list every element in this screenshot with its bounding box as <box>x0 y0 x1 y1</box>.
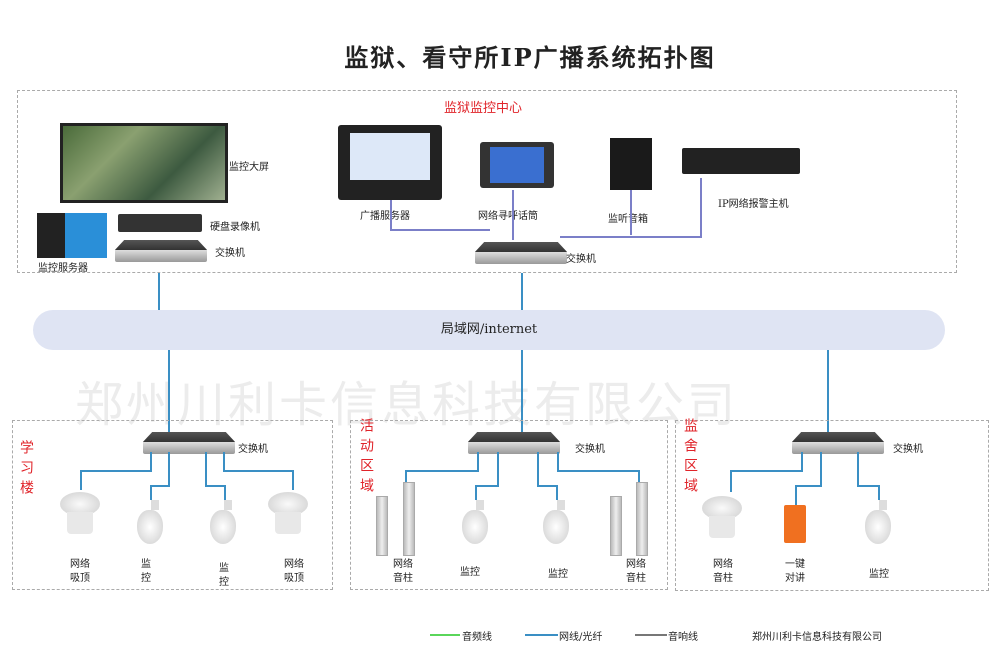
legend-speaker: 音响线 <box>668 632 698 643</box>
speaker-line-swatch <box>635 634 667 636</box>
ceiling-speaker-icon <box>268 492 308 537</box>
device-label: 网络 音柱 <box>713 559 733 584</box>
page-title: 监狱、看守所IP广播系统拓扑图 <box>344 43 716 72</box>
network-line-swatch <box>525 634 558 636</box>
zone-study-building <box>12 420 333 590</box>
company-name: 郑州川利卡信息科技有限公司 <box>752 632 882 643</box>
ceiling-speaker-icon <box>702 496 742 541</box>
zone-label: 学习楼 <box>18 440 34 500</box>
device-label: 监控 <box>460 567 480 578</box>
device-label: 网络 吸顶 <box>70 559 90 584</box>
switch-label: 交换机 <box>893 444 923 455</box>
broadcast-server-label: 广播服务器 <box>360 211 410 222</box>
video-wall-label: 监控大屏 <box>229 162 269 173</box>
switch-label: 交换机 <box>575 444 605 455</box>
paging-mic-label: 网络寻呼话筒 <box>478 211 538 222</box>
monitor-speaker-label: 监听音箱 <box>608 214 648 225</box>
intercom-icon <box>784 505 806 543</box>
alarm-host-icon <box>682 148 800 174</box>
device-label: 网络 音柱 <box>393 559 413 584</box>
device-label: 网络 吸顶 <box>284 559 304 584</box>
center-switch-icon <box>475 242 567 264</box>
audio-line-swatch <box>430 634 460 636</box>
monitor-server-label: 监控服务器 <box>38 263 88 274</box>
switch-label: 交换机 <box>215 248 245 259</box>
switch-icon <box>468 432 560 454</box>
switch-icon <box>792 432 884 454</box>
center-title: 监狱监控中心 <box>444 101 523 116</box>
camera-icon <box>462 500 488 544</box>
column-speaker-icon <box>610 496 622 556</box>
camera-icon <box>543 500 569 544</box>
watermark: 郑州川利卡信息科技有限公司 <box>75 377 739 433</box>
zone-dormitory-area <box>675 420 989 591</box>
zone-label: 活动区域 <box>358 418 374 498</box>
legend-network: 网线/光纤 <box>559 632 603 643</box>
center-switch-label: 交换机 <box>566 254 596 265</box>
device-label: 监控 <box>869 569 889 580</box>
column-speaker-icon <box>376 496 388 556</box>
camera-icon <box>137 500 163 544</box>
paging-mic-icon <box>480 142 554 188</box>
device-label: 监 控 <box>141 559 151 584</box>
video-wall-icon <box>60 123 228 203</box>
column-speaker-icon <box>636 482 648 556</box>
monitor-server-icon <box>37 213 107 258</box>
lan-internet-bar: 局域网/internet <box>33 310 945 350</box>
switch-icon <box>115 240 207 262</box>
alarm-host-label: IP网络报警主机 <box>718 199 789 210</box>
monitoring-center-box <box>17 90 957 273</box>
camera-icon <box>210 500 236 544</box>
camera-icon <box>865 500 891 544</box>
legend-audio: 音频线 <box>462 632 492 643</box>
device-label: 监控 <box>548 569 568 580</box>
device-label: 一键 对讲 <box>785 559 805 584</box>
broadcast-server-icon <box>338 125 442 200</box>
column-speaker-icon <box>403 482 415 556</box>
zone-label: 监舍区域 <box>682 418 698 498</box>
zone-activity-area <box>350 420 668 590</box>
ceiling-speaker-icon <box>60 492 100 537</box>
dvr-icon <box>118 214 202 232</box>
dvr-label: 硬盘录像机 <box>210 222 260 233</box>
switch-label: 交换机 <box>238 444 268 455</box>
device-label: 监 控 <box>219 563 229 588</box>
device-label: 网络 音柱 <box>626 559 646 584</box>
monitor-speaker-icon <box>610 138 652 190</box>
switch-icon <box>143 432 235 454</box>
